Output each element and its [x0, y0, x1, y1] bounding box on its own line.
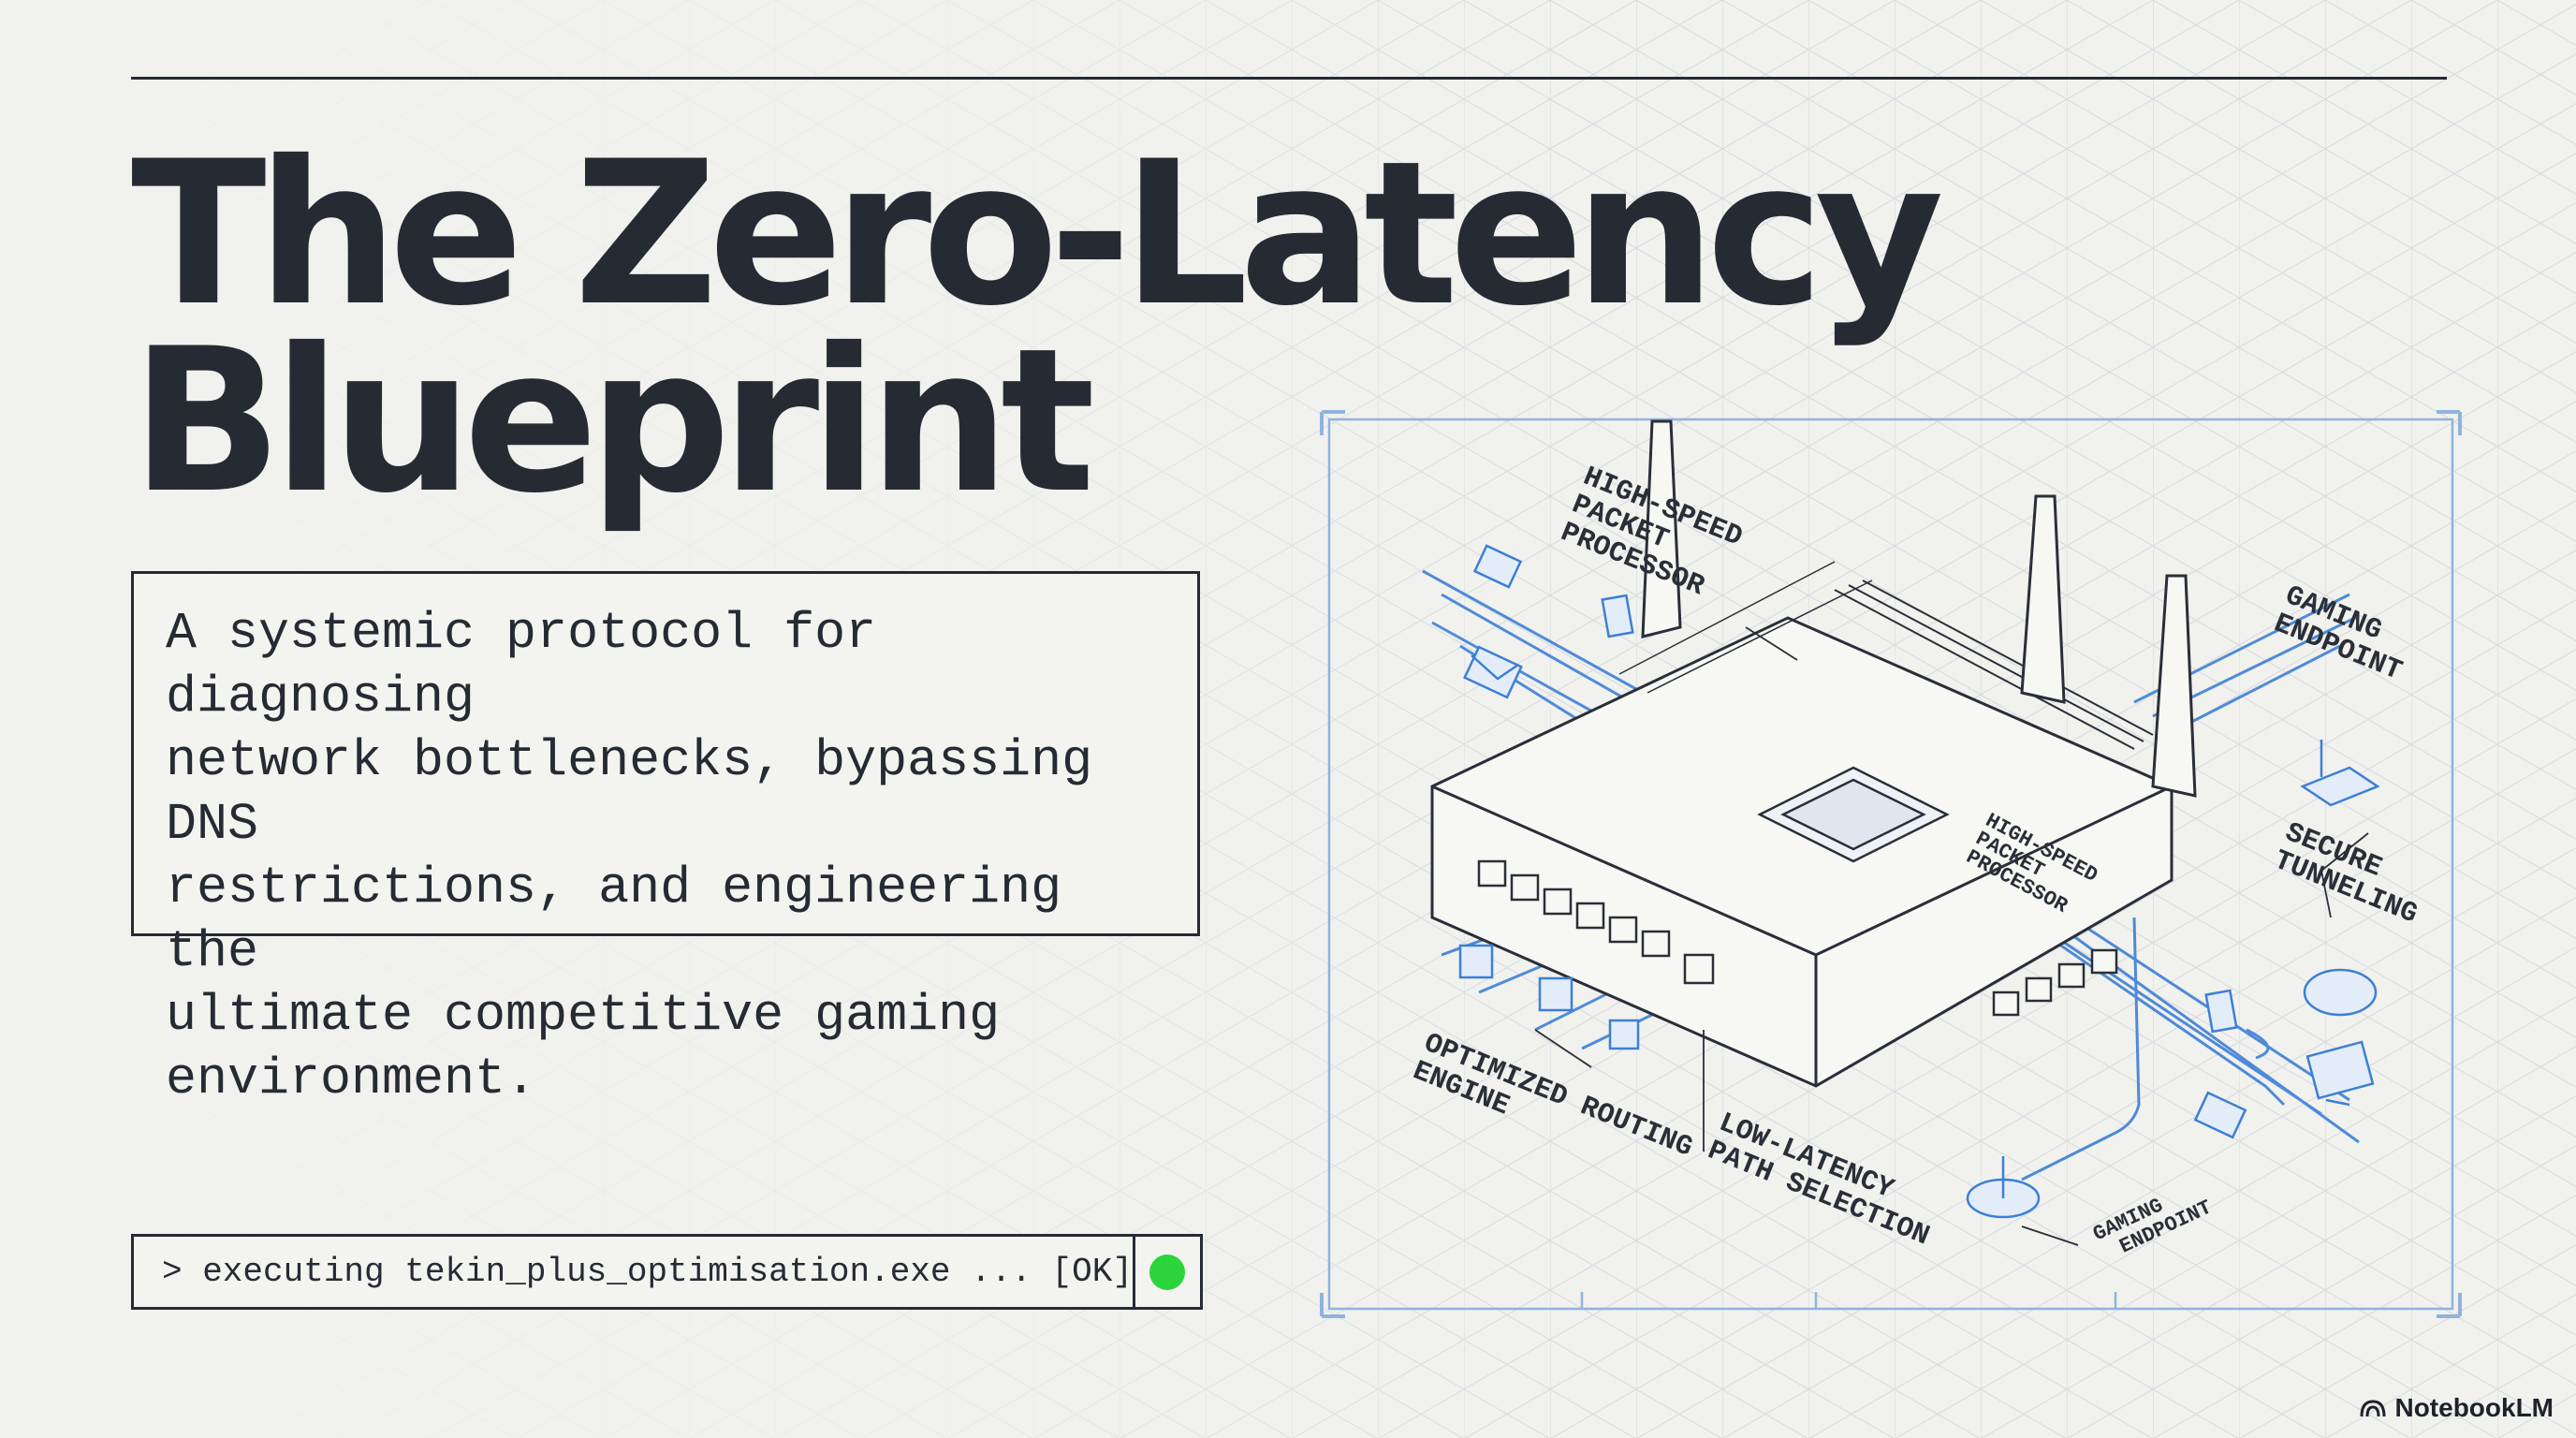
ethernet-ports: [1477, 859, 2118, 1017]
label-optimized-routing: OPTIMIZED ROUTING ENGINE: [1408, 1028, 1712, 1199]
title-line-1: The Zero-Latency: [131, 118, 1944, 349]
monitor-icon: [2305, 1040, 2375, 1107]
folder-icon: [1472, 544, 1523, 589]
small-router-icon: [2300, 740, 2380, 807]
status-led-icon: [1149, 1254, 1186, 1290]
joystick-icon: [1966, 1156, 2041, 1219]
router-blueprint-diagram: HIGH-SPEED PACKET PROCESSOR HIGH-SPEED P…: [1320, 410, 2462, 1318]
router-icon: [1430, 419, 2197, 1088]
document-icon-2: [1608, 1019, 1640, 1050]
label-gaming-endpoint-bottom: GAMING ENDPOINT: [2089, 1176, 2216, 1268]
document-icon: [1601, 594, 1634, 638]
description-text: A systemic protocol for diagnosing netwo…: [166, 604, 1093, 1108]
envelope-icon-2: [2193, 1091, 2247, 1139]
description-box: A systemic protocol for diagnosing netwo…: [131, 571, 1200, 1108]
document-icon-3: [2204, 989, 2238, 1034]
notebooklm-logo-icon: [2360, 1400, 2386, 1417]
brand-name: NotebookLM: [2394, 1393, 2554, 1422]
console-bar: > executing tekin_plus_optimisation.exe …: [131, 1234, 1203, 1310]
top-rule: [131, 77, 2447, 80]
chip-icon: [1757, 766, 1950, 863]
label-low-latency: LOW-LATENCY PATH SELECTION: [1703, 1108, 1944, 1254]
diagram-frame: [1320, 410, 2462, 1318]
console-status-cell: [1132, 1237, 1200, 1307]
page-title: The Zero-Latency Blueprint: [131, 118, 1944, 536]
brand-watermark: NotebookLM: [2359, 1393, 2554, 1423]
folder-icon-2: [1458, 944, 1494, 979]
label-secure-tunneling: SECURE TUNNELING: [2269, 817, 2433, 932]
cloud-icon: [2303, 968, 2378, 1017]
console-command: > executing tekin_plus_optimisation.exe …: [162, 1253, 1133, 1291]
title-line-2: Blueprint: [131, 305, 1095, 536]
envelope-icon: [1463, 645, 1523, 699]
folder-icon-3: [1538, 976, 1573, 1012]
